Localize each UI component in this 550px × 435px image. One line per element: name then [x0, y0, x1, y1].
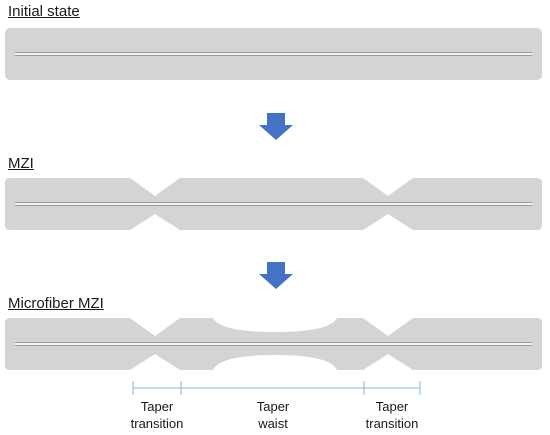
taper-transition-left-label: Taper transition — [130, 399, 184, 431]
mzi-title: MZI — [8, 155, 34, 172]
initial-fiber — [5, 28, 542, 80]
taper-transition-right-label: Taper transition — [365, 399, 419, 431]
region-brackets — [132, 381, 421, 395]
microfiber-mzi-fiber — [5, 318, 542, 370]
initial-state-title: Initial state — [8, 3, 80, 20]
down-arrow-icon — [259, 113, 293, 140]
microfiber-mzi-title: Microfiber MZI — [8, 295, 104, 312]
mzi-fiber — [5, 178, 542, 230]
taper-waist-label: Taper waist — [256, 399, 290, 431]
down-arrow-icon — [259, 262, 293, 289]
